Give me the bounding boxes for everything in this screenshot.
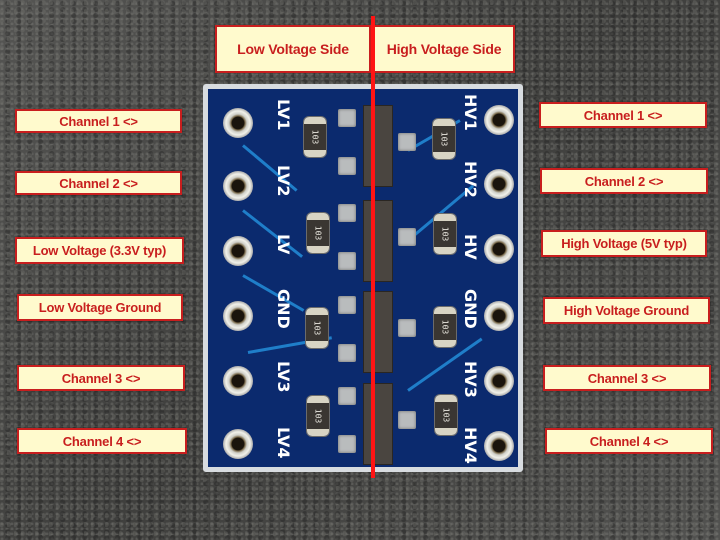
right-label-channel-1: Channel 1 <> [539, 102, 707, 128]
left-pin-hole-gnd [223, 301, 253, 331]
left-label-channel-3: Channel 3 <> [17, 365, 185, 391]
mosfet-1 [363, 105, 393, 187]
right-label-channel-2: Channel 2 <> [540, 168, 708, 194]
right-pin-hole-hv4 [484, 431, 514, 461]
mosfet-pad [338, 204, 356, 222]
mosfet-pad [338, 252, 356, 270]
silk-hv3: HV3 [461, 361, 480, 398]
left-pin-hole-lv2 [223, 171, 253, 201]
left-label-channel-2: Channel 2 <> [15, 171, 182, 195]
right-label-high-voltage: High Voltage (5V typ) [541, 230, 707, 257]
left-label-low-voltage-ground: Low Voltage Ground [17, 294, 183, 321]
silk-lv4: LV4 [274, 427, 293, 459]
left-pin-hole-lv1 [223, 108, 253, 138]
resistor-left-2: 103 [307, 213, 329, 253]
right-pin-hole-gnd [484, 301, 514, 331]
low-voltage-side-label: Low Voltage Side [215, 25, 371, 73]
mosfet-pad [338, 296, 356, 314]
mosfet-pad [338, 157, 356, 175]
silk-gnd-right: GND [461, 289, 480, 329]
mosfet-4 [363, 383, 393, 465]
mosfet-pad [398, 133, 416, 151]
left-pin-hole-lv [223, 236, 253, 266]
mosfet-2 [363, 200, 393, 282]
resistor-left-4: 103 [307, 396, 329, 436]
mosfet-3 [363, 291, 393, 373]
resistor-right-4: 103 [435, 395, 457, 435]
right-label-high-voltage-ground: High Voltage Ground [543, 297, 710, 324]
silk-hv: HV [461, 234, 480, 260]
mosfet-pad [338, 435, 356, 453]
left-label-channel-4: Channel 4 <> [17, 428, 187, 454]
left-pin-hole-lv4 [223, 429, 253, 459]
resistor-left-3: 103 [306, 308, 328, 348]
silk-hv1: HV1 [461, 94, 480, 131]
left-label-low-voltage: Low Voltage (3.3V typ) [15, 237, 184, 264]
silk-lv2: LV2 [274, 165, 293, 197]
right-pin-hole-hv [484, 234, 514, 264]
mosfet-pad [338, 387, 356, 405]
mosfet-pad [338, 109, 356, 127]
right-pin-hole-hv2 [484, 169, 514, 199]
silk-lv: LV [274, 234, 293, 255]
mosfet-pad [338, 344, 356, 362]
right-label-channel-4: Channel 4 <> [545, 428, 713, 454]
silk-gnd-left: GND [274, 289, 293, 329]
silk-lv3: LV3 [274, 361, 293, 393]
resistor-left-1: 103 [304, 117, 326, 157]
right-pin-hole-hv1 [484, 105, 514, 135]
right-label-channel-3: Channel 3 <> [543, 365, 711, 391]
mosfet-pad [398, 228, 416, 246]
right-pin-hole-hv3 [484, 366, 514, 396]
left-pin-hole-lv3 [223, 366, 253, 396]
resistor-right-1: 103 [433, 119, 455, 159]
high-voltage-side-label: High Voltage Side [373, 25, 515, 73]
low-high-divider-line [371, 16, 375, 478]
silk-hv4: HV4 [461, 427, 480, 464]
left-label-channel-1: Channel 1 <> [15, 109, 182, 133]
level-shifter-pcb: LV1 LV2 LV GND LV3 LV4 HV1 HV2 HV GND HV… [203, 84, 523, 472]
resistor-right-3: 103 [434, 307, 456, 347]
silk-lv1: LV1 [274, 99, 293, 131]
mosfet-pad [398, 319, 416, 337]
silk-hv2: HV2 [461, 161, 480, 198]
resistor-right-2: 103 [434, 214, 456, 254]
mosfet-pad [398, 411, 416, 429]
